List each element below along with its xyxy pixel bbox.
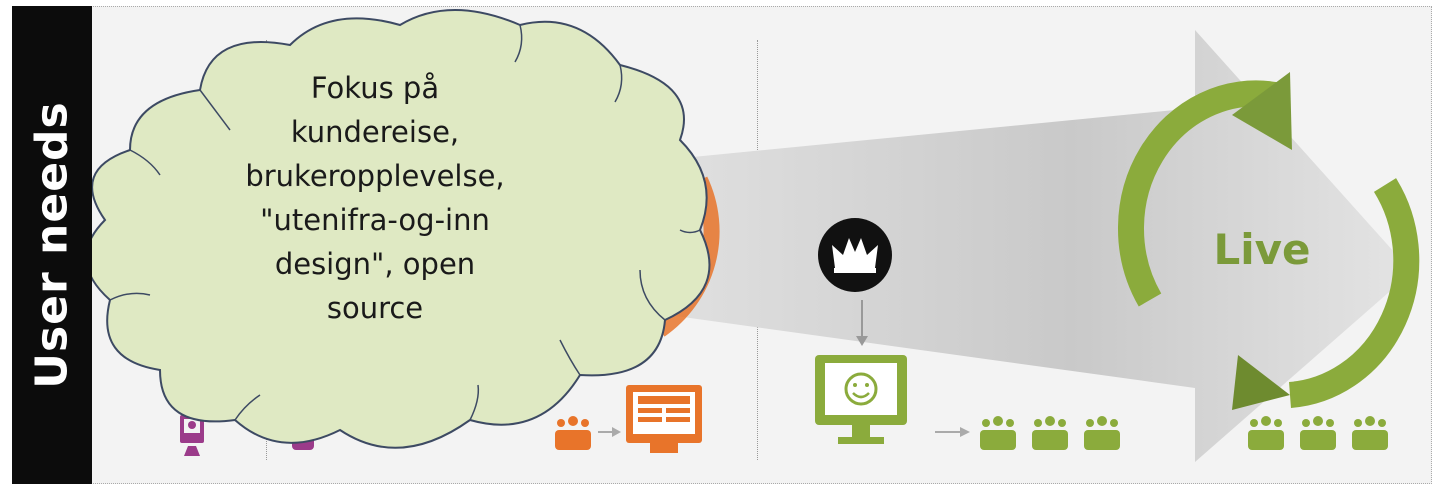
progression-arrow — [560, 30, 1412, 462]
callout-text: Fokus på kundereise, brukeropplevelse, "… — [160, 66, 590, 330]
monitor-smiley-icon — [815, 355, 907, 444]
live-stage-label: Live — [1213, 225, 1311, 274]
cycle-arrows-icon — [1117, 72, 1420, 410]
people-group-icon — [980, 416, 1120, 450]
callout-line: brukeropplevelse, — [245, 159, 505, 193]
callout-line: Fokus på — [310, 71, 440, 105]
callout-line: design", open — [274, 247, 476, 281]
people-group-icon-orange — [555, 416, 591, 450]
callout-line: "utenifra-og-inn — [260, 203, 490, 237]
crown-icon — [818, 218, 892, 292]
callout-line: kundereise, — [290, 115, 460, 149]
callout-line: source — [326, 291, 424, 325]
cloud-callout — [85, 9, 711, 449]
dashboard-screen-icon — [626, 385, 702, 453]
sidebar-label: User needs — [26, 101, 78, 389]
sidebar — [12, 6, 92, 484]
research-icon — [180, 415, 204, 456]
people-group-icon-live — [1248, 416, 1388, 450]
